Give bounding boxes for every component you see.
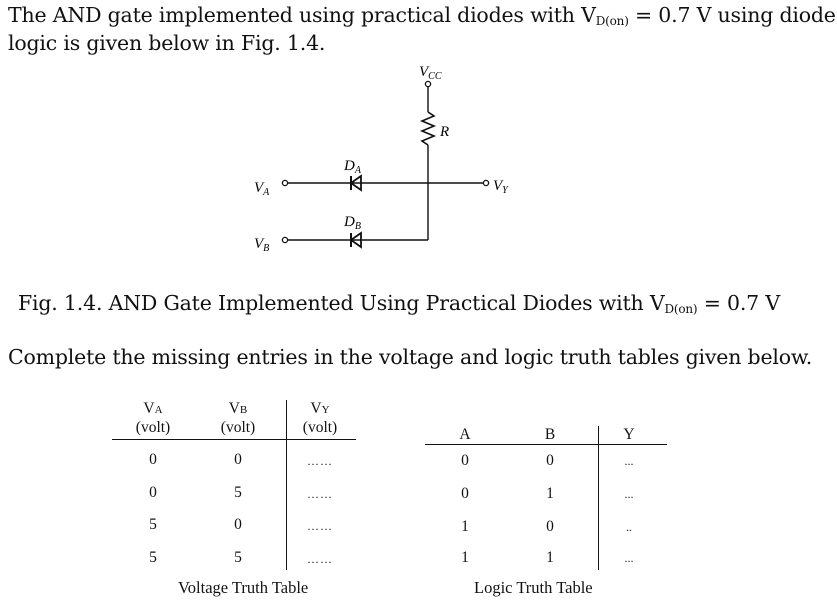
intro-subscript: D(on) [595, 14, 629, 28]
vcc-terminal [424, 80, 432, 88]
diode-db [349, 231, 362, 249]
vy-label: VY [493, 178, 509, 196]
vy-terminal [482, 179, 490, 187]
and-gate-circuit: VCC R VY VA DA VB DB [254, 64, 509, 254]
voltage-table-caption: Voltage Truth Table [178, 578, 309, 597]
vy-blank: …… [307, 552, 333, 566]
logic-table-caption: Logic Truth Table [474, 578, 593, 597]
y-blank: ... [624, 551, 634, 565]
header-y: Y [623, 426, 635, 443]
instruction-text: Complete the missing entries in the volt… [8, 345, 813, 369]
da-label: DA [343, 158, 362, 176]
intro-text-b: = 0.7 V using diode [628, 3, 836, 27]
header-vb: VB (volt) [220, 400, 256, 436]
y-blank: .. [626, 520, 632, 534]
y-blank: ... [624, 454, 634, 468]
va-label: VA [254, 180, 270, 198]
voltage-table-header-rule [112, 439, 356, 440]
voltage-table-column-rule [286, 400, 287, 570]
resistor-r [419, 111, 437, 146]
db-label: DB [343, 214, 361, 232]
header-vy: VY (volt) [302, 400, 338, 436]
intro-line-1: The AND gate implemented using practical… [8, 2, 836, 32]
logic-table-column-rule [598, 426, 599, 570]
y-blank: ... [624, 487, 634, 501]
header-b: B [544, 426, 556, 443]
vb-terminal [281, 236, 289, 244]
vy-blank: …… [307, 519, 333, 533]
r-label: R [439, 124, 449, 140]
vcc-label: VCC [419, 64, 442, 82]
vy-blank: …… [307, 454, 333, 468]
figure-caption: Fig. 1.4. AND Gate Implemented Using Pra… [18, 291, 780, 316]
header-va: VA (volt) [135, 400, 171, 436]
intro-text-a: The AND gate implemented using practical… [8, 3, 596, 27]
logic-table-header-rule [425, 444, 667, 445]
vy-blank: …… [307, 487, 333, 501]
intro-line-2: logic is given below in Fig. 1.4. [8, 31, 326, 55]
header-a: A [459, 426, 471, 443]
vb-label: VB [254, 236, 269, 254]
diode-da [349, 174, 362, 192]
va-terminal [281, 179, 289, 187]
